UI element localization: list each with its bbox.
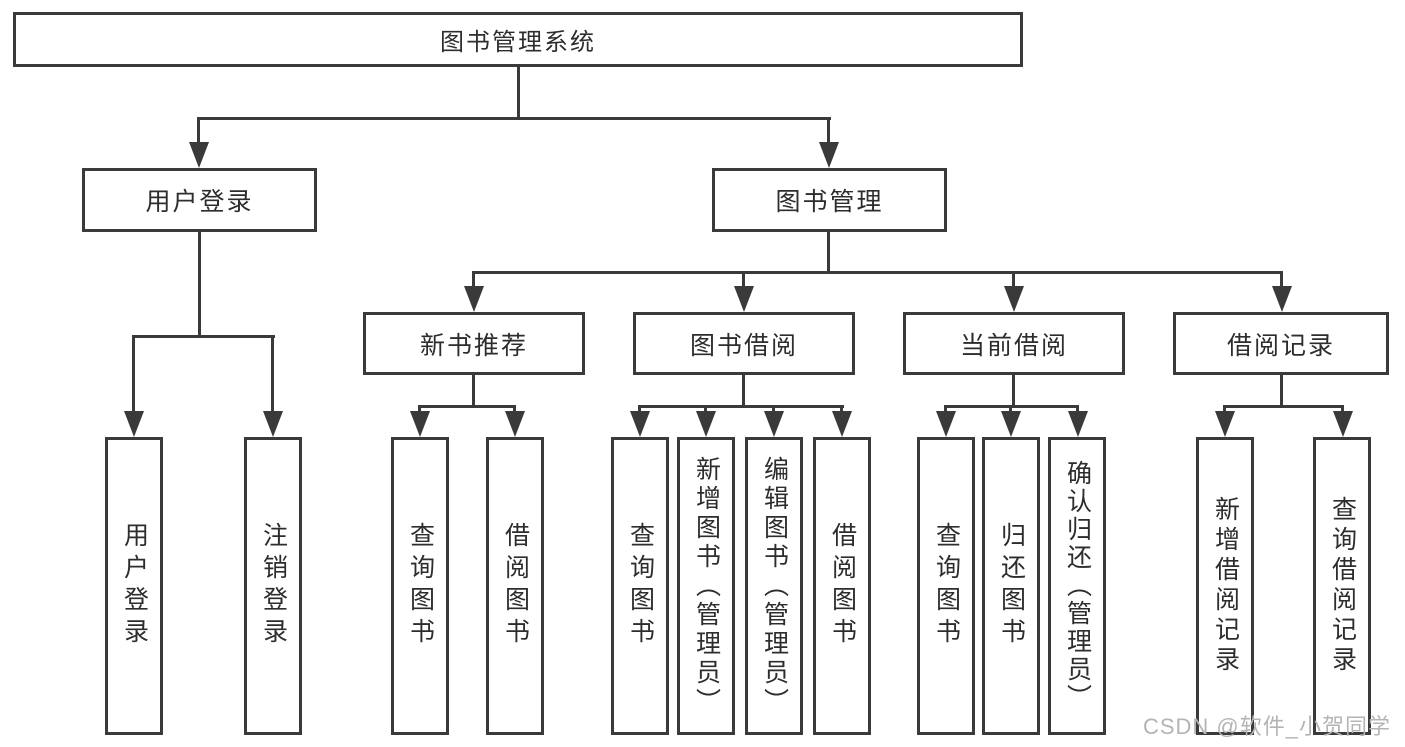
leaf-borrow-books-1-label: 借阅图书	[501, 522, 530, 650]
connector	[827, 117, 830, 147]
connector	[472, 375, 475, 407]
leaf-add-books-admin-label: 新增图书（管理员）	[692, 455, 721, 717]
leaf-add-borrow-record: 新增借阅记录	[1196, 437, 1254, 735]
connector	[132, 335, 275, 338]
node-current-borrow-label: 当前借阅	[959, 331, 1068, 360]
leaf-query-books-2-label: 查询图书	[626, 522, 655, 650]
arrowhead-icon	[1004, 286, 1024, 312]
connector	[742, 271, 745, 291]
leaf-query-books-1: 查询图书	[391, 437, 449, 735]
arrowhead-icon	[464, 286, 484, 312]
connector	[197, 117, 831, 120]
node-root-label: 图书管理系统	[440, 29, 596, 56]
node-root: 图书管理系统	[13, 12, 1023, 67]
node-book-management: 图书管理	[712, 168, 947, 232]
connector	[827, 232, 830, 274]
connector	[472, 271, 475, 291]
connector	[1012, 271, 1015, 291]
node-borrow-records-label: 借阅记录	[1226, 331, 1335, 360]
node-book-management-label: 图书管理	[775, 188, 884, 216]
arrowhead-icon	[1333, 411, 1353, 437]
arrowhead-icon	[410, 411, 430, 437]
connector	[1280, 271, 1283, 291]
arrowhead-icon	[819, 142, 839, 168]
leaf-borrow-books-2: 借阅图书	[813, 437, 871, 735]
node-new-book-recommend: 新书推荐	[363, 312, 585, 375]
leaf-query-books-1-label: 查询图书	[406, 522, 435, 650]
connector	[198, 232, 201, 338]
arrowhead-icon	[734, 286, 754, 312]
leaf-user-login-label: 用户登录	[120, 522, 149, 650]
leaf-confirm-return-admin-label: 确认归还（管理员）	[1063, 460, 1092, 712]
arrowhead-icon	[263, 411, 283, 437]
leaf-query-books-2: 查询图书	[611, 437, 669, 735]
leaf-logout: 注销登录	[244, 437, 302, 735]
leaf-return-books-label: 归还图书	[997, 522, 1026, 650]
arrowhead-icon	[764, 411, 784, 437]
arrowhead-icon	[1001, 411, 1021, 437]
leaf-query-books-3-label: 查询图书	[932, 522, 961, 650]
leaf-add-borrow-record-label: 新增借阅记录	[1211, 496, 1240, 676]
leaf-edit-books-admin: 编辑图书（管理员）	[745, 437, 803, 735]
node-book-borrow-label: 图书借阅	[689, 331, 798, 360]
leaf-add-books-admin: 新增图书（管理员）	[677, 437, 735, 735]
node-book-borrow: 图书借阅	[633, 312, 855, 375]
arrowhead-icon	[189, 142, 209, 168]
connector	[638, 405, 844, 408]
arrowhead-icon	[124, 411, 144, 437]
node-current-borrow: 当前借阅	[903, 312, 1125, 375]
node-new-book-recommend-label: 新书推荐	[419, 331, 528, 360]
arrowhead-icon	[1068, 411, 1088, 437]
arrowhead-icon	[832, 411, 852, 437]
connector	[1223, 405, 1344, 408]
leaf-confirm-return-admin: 确认归还（管理员）	[1048, 437, 1106, 735]
leaf-query-borrow-record-label: 查询借阅记录	[1328, 496, 1357, 676]
arrowhead-icon	[696, 411, 716, 437]
leaf-query-books-3: 查询图书	[917, 437, 975, 735]
node-borrow-records: 借阅记录	[1173, 312, 1389, 375]
arrowhead-icon	[936, 411, 956, 437]
leaf-borrow-books-1: 借阅图书	[486, 437, 544, 735]
leaf-query-borrow-record: 查询借阅记录	[1313, 437, 1371, 735]
arrowhead-icon	[505, 411, 525, 437]
node-user-login-label: 用户登录	[145, 188, 254, 216]
connector	[271, 335, 274, 415]
leaf-borrow-books-2-label: 借阅图书	[828, 522, 857, 650]
leaf-return-books: 归还图书	[982, 437, 1040, 735]
connector	[132, 335, 135, 415]
connector	[1280, 375, 1283, 407]
node-user-login: 用户登录	[82, 168, 317, 232]
connector	[517, 67, 520, 119]
connector	[742, 375, 745, 407]
connector	[1012, 375, 1015, 407]
arrowhead-icon	[630, 411, 650, 437]
connector	[197, 117, 200, 147]
leaf-user-login: 用户登录	[105, 437, 163, 735]
leaf-edit-books-admin-label: 编辑图书（管理员）	[760, 455, 789, 717]
watermark: CSDN @软件_小贺同学	[1142, 714, 1391, 739]
connector	[472, 271, 1283, 274]
connector	[418, 405, 516, 408]
leaf-logout-label: 注销登录	[259, 522, 288, 650]
arrowhead-icon	[1215, 411, 1235, 437]
arrowhead-icon	[1272, 286, 1292, 312]
